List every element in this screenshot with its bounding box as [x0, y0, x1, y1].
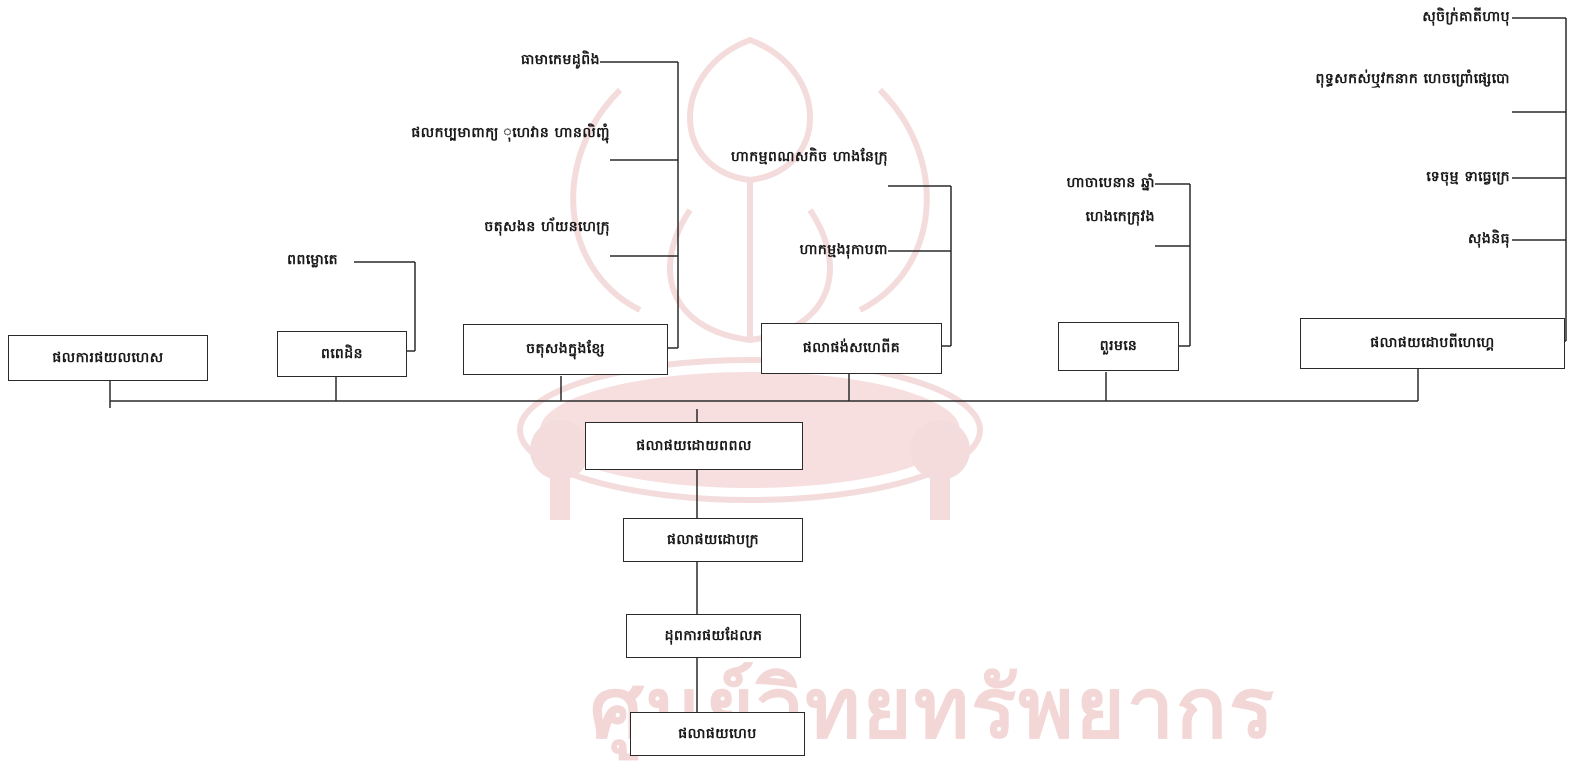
department-box-6: ផលាផយដោបពីហេ​ហ្គេ — [1300, 318, 1565, 369]
chain-box-2: ផលាផយដោបក្រ — [623, 518, 803, 562]
department-box-2: ពពេដិន — [277, 331, 407, 377]
chain-box-4: ផលាផយហេប — [630, 712, 805, 756]
branch-label-pu-2: ហេងកេក្រុវង — [1085, 209, 1155, 225]
branch-label-fl-2: ហាកម្មងរុកាបពា — [799, 242, 888, 258]
branch-label-top-2: ពុទ្ធសកស់ឬវកនាក ហេចព្រោំផ្សេបោ — [1315, 71, 1510, 87]
department-box-5: ពួរមនេ — [1058, 322, 1179, 371]
branch-label-top-3: ទេចុម្ម ទាធ្វេក្រេ — [1426, 169, 1510, 185]
chain-box-3: ដុពការផយដែលភ — [626, 614, 801, 658]
department-box-3: ចតុសងក្នុងខ្សែ — [463, 324, 668, 375]
branch-label-fl-1: ហាកម្មពណសកិច ហាងនែក្រុ — [730, 149, 888, 165]
branch-label-ch-1: ធាមាកេមដូពិង — [520, 52, 600, 68]
branch-label-top-1: សុចិក្រ់គាតីហាបុ — [1422, 9, 1510, 25]
branch-label-ch-2: ផលកប្បមាពាក្យ ុហេវាន ហានលិញ្ជុំ — [411, 125, 610, 141]
branch-label-ch-3: ចតុសងន ហ័យនហេក្រុ — [484, 219, 610, 235]
department-box-1: ផលការផយលហេស — [8, 335, 208, 381]
branch-label-top-4: សុងនិធុ — [1468, 231, 1510, 247]
chain-box-1: ផលាផយដោយពពល — [585, 422, 803, 470]
branch-label-pu-1: ហាចាបេនាន ឆ្នាំ — [1066, 175, 1155, 191]
department-box-4: ផលាផង់សហេពីគ — [761, 323, 942, 374]
branch-label-pp-1: ពពម្លោតេ — [287, 252, 338, 268]
